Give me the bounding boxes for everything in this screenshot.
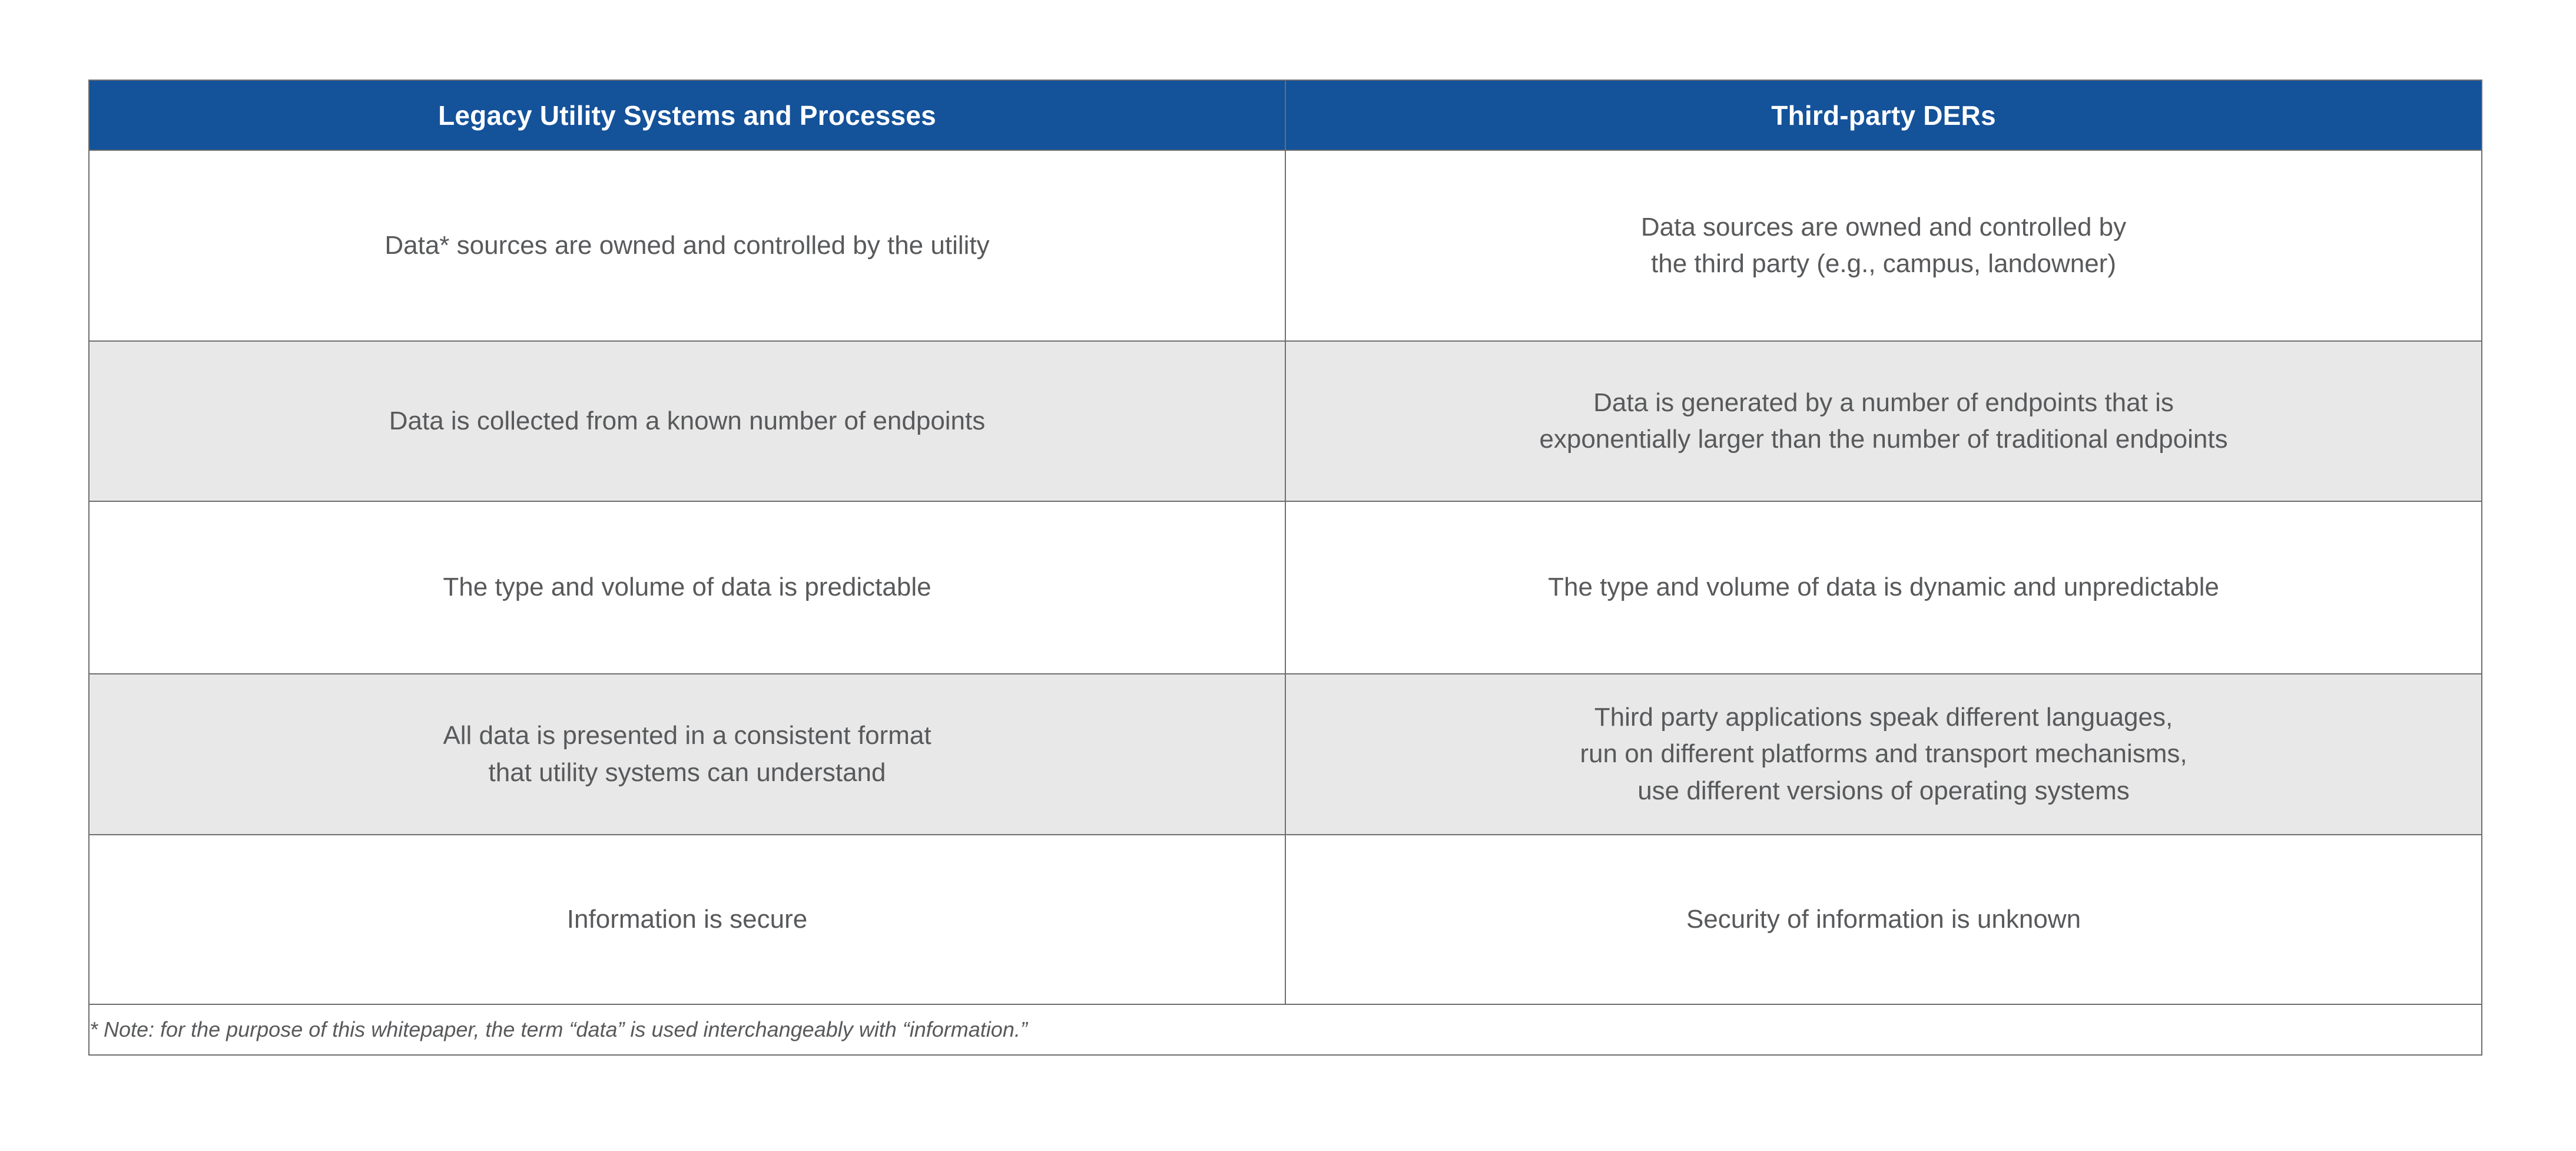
legacy-vs-third-party-comparison-table: Legacy Utility Systems and Processes Thi… (88, 80, 2482, 1056)
cell-line: The type and volume of data is dynamic a… (1548, 573, 2219, 602)
cell-line: Information is secure (566, 904, 808, 934)
cell-legacy-endpoint-count: Data is collected from a known number of… (88, 340, 1286, 502)
cell-third-party-information-security: Security of information is unknown (1285, 834, 2482, 1005)
cell-line: Third party applications speak different… (1594, 702, 2173, 732)
cell-text-block: Third party applications speak different… (1286, 699, 2481, 809)
cell-text-block: Data sources are owned and controlled by… (1286, 209, 2481, 283)
cell-line: Security of information is unknown (1686, 904, 2081, 934)
table-body: Data* sources are owned and controlled b… (88, 150, 2482, 1056)
cell-text-block: Data* sources are owned and controlled b… (89, 227, 1285, 264)
table-row: Data is collected from a known number of… (88, 340, 2482, 502)
cell-text-block: Security of information is unknown (1286, 901, 2481, 938)
table-row: The type and volume of data is predictab… (88, 501, 2482, 674)
column-header-third-party-ders: Third-party DERs (1285, 80, 2482, 151)
cell-legacy-information-security: Information is secure (88, 834, 1286, 1005)
cell-text-block: Data is collected from a known number of… (89, 403, 1285, 439)
table-header-row: Legacy Utility Systems and Processes Thi… (88, 80, 2482, 151)
cell-legacy-data-format: All data is presented in a consistent fo… (88, 673, 1286, 835)
cell-third-party-data-ownership: Data sources are owned and controlled by… (1285, 150, 2482, 342)
cell-legacy-data-predictability: The type and volume of data is predictab… (88, 501, 1286, 674)
cell-text-block: All data is presented in a consistent fo… (89, 717, 1285, 791)
cell-line: the third party (e.g., campus, landowner… (1651, 249, 2116, 278)
table-row: Information is secure Security of inform… (88, 834, 2482, 1005)
cell-third-party-data-format: Third party applications speak different… (1285, 673, 2482, 835)
cell-text-block: The type and volume of data is predictab… (89, 569, 1285, 606)
table-header: Legacy Utility Systems and Processes Thi… (88, 80, 2482, 151)
table-footnote-row: * Note: for the purpose of this whitepap… (88, 1004, 2482, 1056)
table-row: All data is presented in a consistent fo… (88, 673, 2482, 835)
column-header-legacy-utility: Legacy Utility Systems and Processes (88, 80, 1286, 151)
cell-line: Data is generated by a number of endpoin… (1593, 388, 2174, 417)
cell-third-party-data-predictability: The type and volume of data is dynamic a… (1285, 501, 2482, 674)
footnote-text: * Note: for the purpose of this whitepap… (88, 1004, 2482, 1056)
cell-line: The type and volume of data is predictab… (443, 573, 931, 602)
cell-line: run on different platforms and transport… (1580, 739, 2187, 769)
cell-text-block: The type and volume of data is dynamic a… (1286, 569, 2481, 606)
cell-line: use different versions of operating syst… (1637, 776, 2130, 805)
cell-text-block: Information is secure (89, 901, 1285, 938)
cell-third-party-endpoint-count: Data is generated by a number of endpoin… (1285, 340, 2482, 502)
cell-legacy-data-ownership: Data* sources are owned and controlled b… (88, 150, 1286, 342)
cell-line: exponentially larger than the number of … (1539, 425, 2228, 454)
cell-text-block: Data is generated by a number of endpoin… (1286, 385, 2481, 458)
cell-line: All data is presented in a consistent fo… (443, 721, 931, 750)
cell-line: Data sources are owned and controlled by (1640, 212, 2127, 242)
table-row: Data* sources are owned and controlled b… (88, 150, 2482, 342)
cell-line: Data* sources are owned and controlled b… (384, 230, 990, 260)
cell-line: that utility systems can understand (488, 758, 886, 787)
cell-line: Data is collected from a known number of… (389, 406, 986, 435)
